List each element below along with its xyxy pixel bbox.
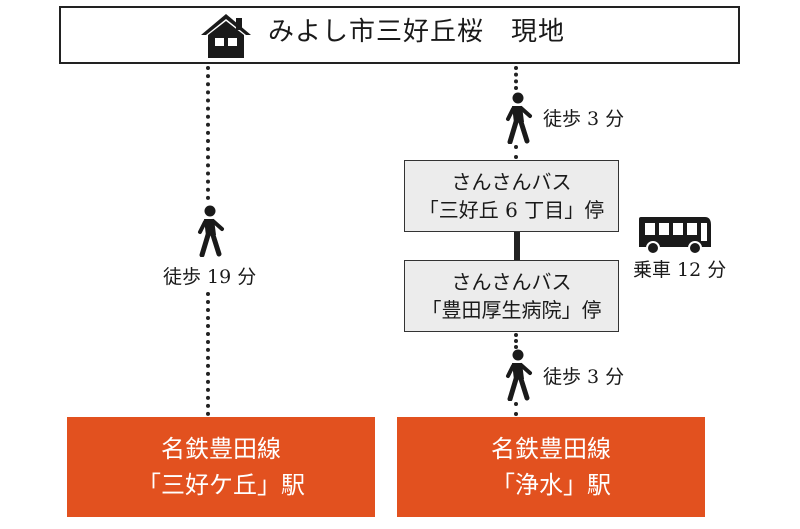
station-right-line: 名鉄豊田線 <box>491 435 611 463</box>
bus-stop-1-name: 「三好丘 6 丁目」停 <box>418 198 605 222</box>
bus-stop-1-line: さんさんバス <box>451 170 572 194</box>
left-dotted-line-upper <box>206 66 210 200</box>
walking-person-icon <box>198 205 224 257</box>
bus-stop-2-name: 「豊田厚生病院」停 <box>421 298 602 322</box>
station-right-name: 「浄水」駅 <box>491 471 611 499</box>
bus-stop-box-sanyoshigaoka: さんさんバス 「三好丘 6 丁目」停 <box>404 160 619 232</box>
station-left-line: 名鉄豊田線 <box>161 435 281 463</box>
bus-ride-connector <box>514 232 520 260</box>
destination-header <box>59 6 740 64</box>
bus-stop-2-line: さんさんバス <box>451 270 572 294</box>
station-left-name: 「三好ケ丘」駅 <box>137 471 305 499</box>
station-box-josui: 名鉄豊田線 「浄水」駅 <box>397 417 705 517</box>
walking-person-icon <box>506 92 532 144</box>
bus-ride-duration: 乗車 12 分 <box>633 259 727 281</box>
walk-duration-to-station: 徒歩 3 分 <box>543 366 625 388</box>
destination-title: みよし市三好丘桜 現地 <box>268 17 566 47</box>
right-dotted-line-1 <box>514 66 518 90</box>
right-dotted-line-4 <box>514 402 518 416</box>
left-dotted-line-lower <box>206 292 210 416</box>
bus-stop-box-toyota-kosei-hospital: さんさんバス 「豊田厚生病院」停 <box>404 260 619 332</box>
walking-person-icon <box>506 349 532 401</box>
station-box-miyoshigaoka: 名鉄豊田線 「三好ケ丘」駅 <box>67 417 375 517</box>
walk-duration-to-stop: 徒歩 3 分 <box>543 108 625 130</box>
right-dotted-line-2 <box>514 145 518 159</box>
right-dotted-line-3 <box>514 333 518 349</box>
house-icon <box>201 14 251 58</box>
bus-icon <box>639 217 711 255</box>
left-walk-duration: 徒歩 19 分 <box>163 266 257 288</box>
